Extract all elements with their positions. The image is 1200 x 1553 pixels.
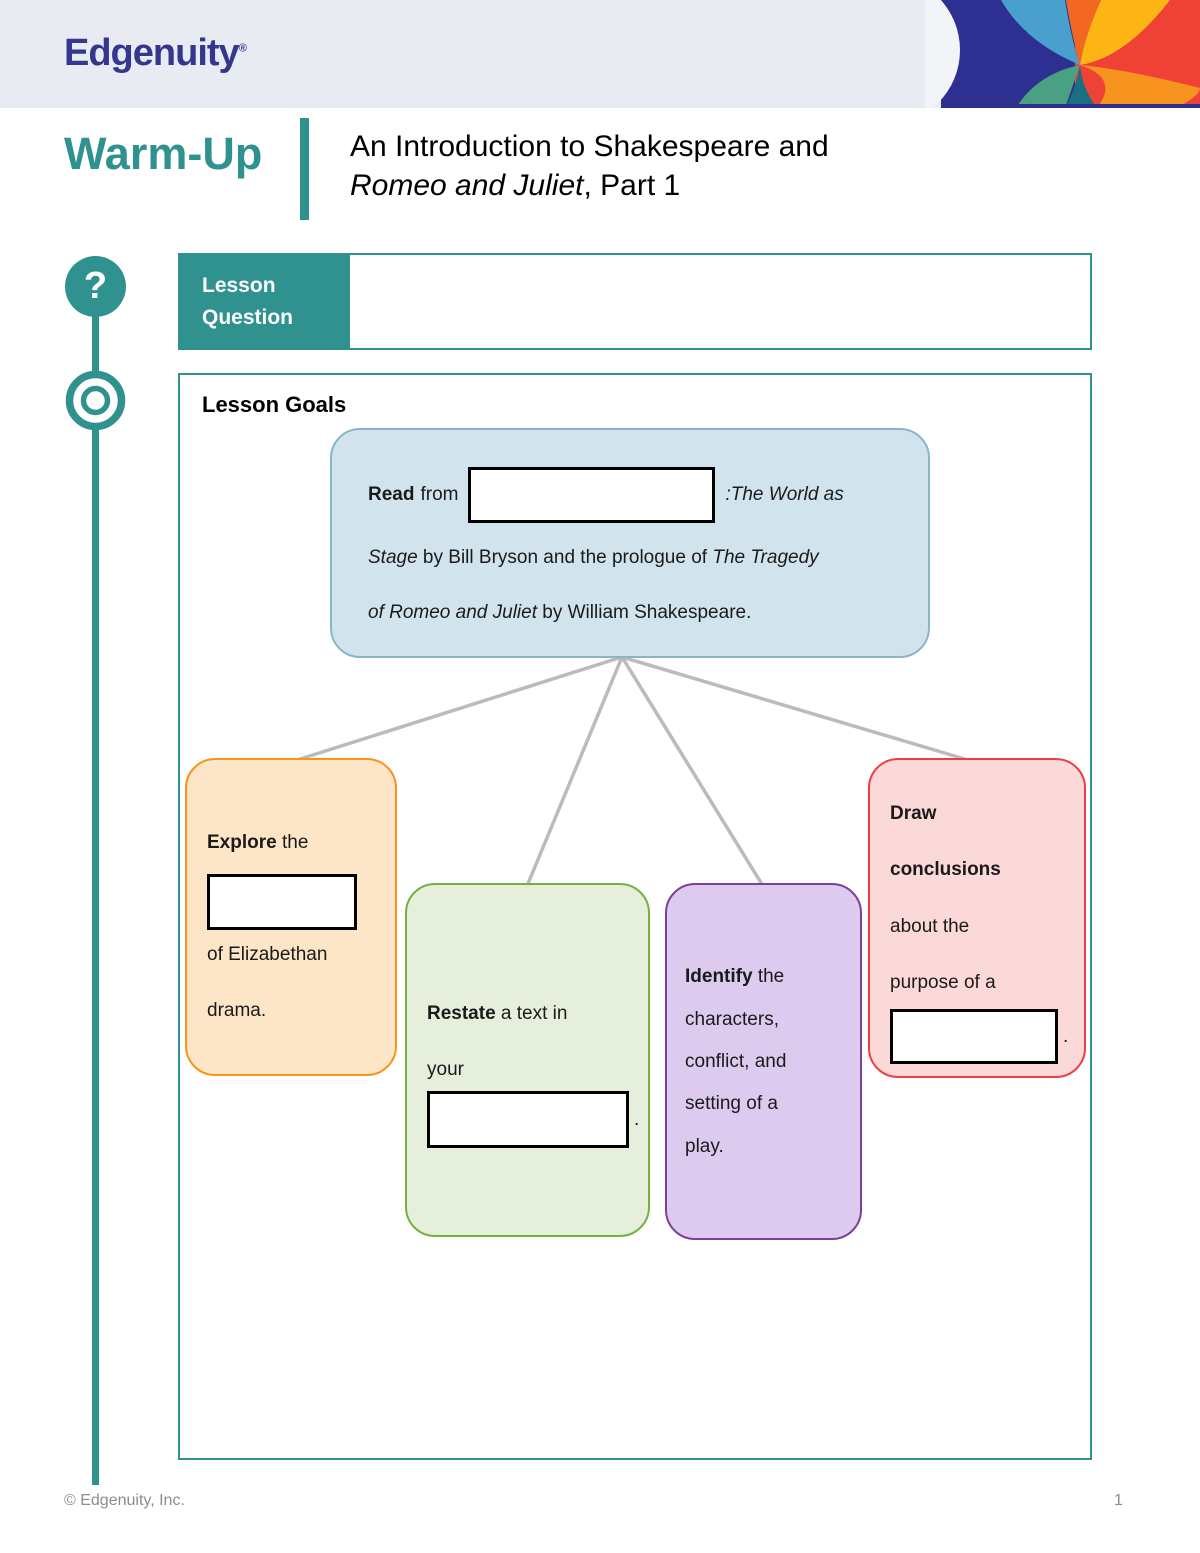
footer-page-number: 1 (1114, 1492, 1123, 1509)
edgenuity-logo: Edgenuity® (64, 32, 247, 75)
read-line2-text: by Bill Bryson and the prologue of (417, 547, 713, 568)
draw-line2: conclusions (890, 859, 1001, 880)
restate-after-bold: a text in (495, 1003, 568, 1024)
identify-after-bold: the (752, 966, 785, 987)
goal-card-identify: Identify the characters, conflict, and s… (665, 883, 862, 1240)
warmup-heading: Warm-Up (64, 128, 263, 179)
explore-line2: of Elizabethan (207, 944, 328, 965)
goal-card-restate: Restate a text in your . (405, 883, 650, 1237)
lesson-question-label-line1: Lesson (202, 274, 276, 297)
read-line3: of Romeo and Juliet by William Shakespea… (368, 602, 751, 624)
restate-blank-row: . (427, 1091, 639, 1148)
read-line3-text: by William Shakespeare. (537, 602, 752, 623)
goal-card-draw: Draw conclusions about the purpose of a … (868, 758, 1086, 1078)
question-glyph: ? (83, 265, 108, 307)
explore-blank-field[interactable] (207, 874, 357, 930)
goal-card-read: Read from : The World as Stage by Bill B… (330, 428, 930, 658)
lesson-goals-heading: Lesson Goals (202, 392, 347, 417)
explore-after-bold: the (276, 832, 309, 853)
identify-line4: setting of a (685, 1093, 778, 1114)
identify-line1: Identify the (685, 966, 784, 988)
read-italic1: The World as (730, 484, 844, 505)
restate-line1: Restate a text in (427, 1003, 567, 1025)
read-line2: Stage by Bill Bryson and the prologue of… (368, 547, 819, 569)
draw-blank-row: . (890, 1009, 1068, 1064)
read-line3-italic: of Romeo and Juliet (368, 602, 537, 623)
read-colon: : (725, 484, 731, 505)
draw-blank-field[interactable] (890, 1009, 1058, 1064)
explore-line1: Explore the (207, 832, 308, 854)
lesson-question-answer-field[interactable] (350, 255, 1090, 348)
read-line2-italic: Stage (368, 547, 418, 568)
read-bold: Read (368, 484, 415, 505)
restate-bold: Restate (427, 1003, 496, 1024)
target-icon (65, 370, 126, 431)
read-blank-field[interactable] (468, 467, 716, 523)
registered-mark: ® (238, 42, 247, 55)
edgenuity-logo-text: Edgenuity (64, 32, 240, 74)
lesson-title-line1: An Introduction to Shakespeare and (350, 130, 829, 163)
identify-line2: characters, (685, 1009, 779, 1030)
lesson-title: An Introduction to Shakespeare and Romeo… (350, 127, 829, 205)
explore-bold: Explore (207, 832, 277, 853)
read-line2-italic2: The Tragedy (712, 547, 819, 568)
lesson-question-section: Lesson Question (178, 253, 1092, 350)
identify-line5: play. (685, 1136, 724, 1157)
restate-blank-field[interactable] (427, 1091, 629, 1148)
lesson-question-label-line2: Question (202, 306, 294, 329)
lesson-title-italic: Romeo and Juliet (350, 169, 584, 202)
read-after-bold: from (420, 484, 459, 505)
lesson-title-suffix: , Part 1 (583, 169, 681, 202)
footer-copyright: © Edgenuity, Inc. (64, 1492, 185, 1509)
header-band: Edgenuity® (0, 0, 1200, 108)
divider-bar (300, 118, 309, 220)
identify-bold: Identify (685, 966, 753, 987)
draw-after-blank: . (1063, 1025, 1069, 1047)
draw-line3: about the (890, 916, 970, 937)
pinwheel-logo-icon (925, 0, 1200, 108)
draw-line1: Draw (890, 803, 937, 824)
restate-after-blank: . (634, 1108, 640, 1130)
question-icon: ? (65, 256, 126, 317)
lesson-title-line2: Romeo and Juliet, Part 1 (350, 166, 829, 205)
goal-card-explore: Explore the of Elizabethan drama. (185, 758, 397, 1076)
read-line1: Read from : The World as (368, 466, 844, 524)
lesson-question-label: Lesson Question (180, 255, 350, 348)
restate-line2: your (427, 1059, 464, 1080)
explore-line3: drama. (207, 1000, 267, 1021)
identify-line3: conflict, and (685, 1051, 787, 1072)
draw-line4: purpose of a (890, 972, 996, 993)
timeline-rail (92, 287, 99, 1485)
